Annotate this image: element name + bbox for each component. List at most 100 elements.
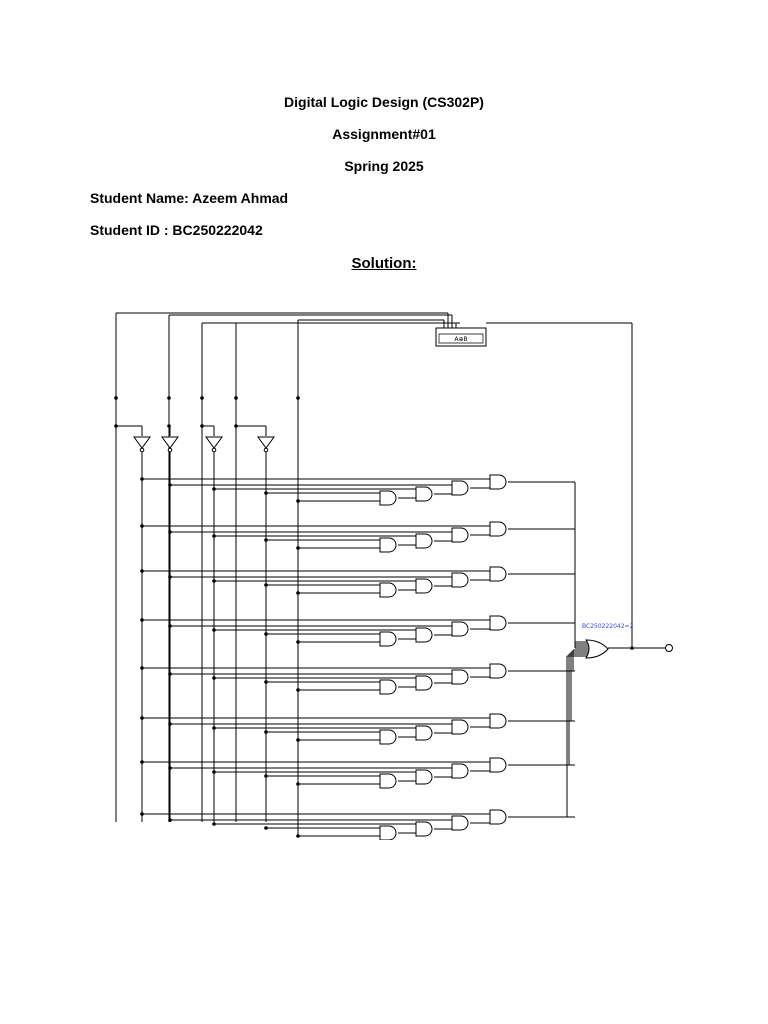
and-gate <box>490 522 506 536</box>
junction-dot <box>140 716 144 720</box>
junction-dot <box>140 477 144 481</box>
and-gate <box>490 810 506 824</box>
junction-dot <box>264 730 268 734</box>
and-gate <box>416 676 432 690</box>
junction-dot <box>296 640 300 644</box>
not-gate-bubble <box>139 447 145 453</box>
junction-dot <box>212 487 216 491</box>
assignment-number: Assignment#01 <box>332 126 436 142</box>
junction-dot <box>212 770 216 774</box>
course-title: Digital Logic Design (CS302P) <box>284 94 484 110</box>
display-label: A⊕B <box>454 336 467 343</box>
and-gate <box>380 730 396 744</box>
and-gate <box>416 726 432 740</box>
junction-dot <box>234 424 238 428</box>
junction-dot <box>114 396 118 400</box>
and-gate <box>380 632 396 646</box>
junction-dot <box>168 575 172 579</box>
junction-dot <box>140 524 144 528</box>
logic-circuit-diagram: A⊕B BC250222042=2 <box>114 300 673 840</box>
and-gate <box>490 616 506 630</box>
junction-dot <box>140 760 144 764</box>
and-gate <box>416 822 432 836</box>
semester: Spring 2025 <box>344 158 424 174</box>
junction-dot <box>264 632 268 636</box>
not-gate <box>206 437 222 448</box>
not-gate-bubble <box>167 447 173 453</box>
not-gate-bubble <box>211 447 217 453</box>
and-gate <box>380 826 396 840</box>
junction-dot <box>212 579 216 583</box>
and-gate <box>380 491 396 505</box>
output-label: BC250222042=2 <box>582 623 634 630</box>
junction-dot <box>167 396 171 400</box>
junction-dot <box>168 483 172 487</box>
and-gate <box>416 628 432 642</box>
not-gate-bubble <box>263 447 269 453</box>
and-gate <box>452 720 468 734</box>
junction-dot <box>168 722 172 726</box>
not-gate <box>134 437 150 448</box>
and-gate <box>452 528 468 542</box>
junction-dot <box>296 834 300 838</box>
junction-dot <box>264 826 268 830</box>
not-gate <box>258 437 274 448</box>
junction-dot <box>630 646 634 650</box>
and-gate <box>380 774 396 788</box>
junction-dot <box>264 583 268 587</box>
junction-dot <box>264 538 268 542</box>
junction-dot <box>296 396 300 400</box>
junction-dot <box>296 499 300 503</box>
and-gate <box>380 538 396 552</box>
junction-dot <box>168 818 172 822</box>
junction-dot <box>296 738 300 742</box>
and-gate <box>452 573 468 587</box>
and-gate <box>416 534 432 548</box>
display-component: A⊕B <box>436 328 486 346</box>
junction-dot <box>168 530 172 534</box>
junction-dot <box>296 688 300 692</box>
junction-dot <box>140 569 144 573</box>
junction-dot <box>200 424 204 428</box>
and-gate <box>452 622 468 636</box>
junction-dot <box>212 676 216 680</box>
and-gate <box>490 664 506 678</box>
junction-dot <box>212 534 216 538</box>
junction-dot <box>212 628 216 632</box>
and-gate <box>452 481 468 495</box>
output-terminal <box>665 644 673 652</box>
junction-dot <box>264 680 268 684</box>
and-gate <box>416 770 432 784</box>
and-gate <box>452 670 468 684</box>
and-gate <box>490 567 506 581</box>
and-gate <box>452 764 468 778</box>
junction-dot <box>212 726 216 730</box>
and-gate <box>490 714 506 728</box>
or-gate <box>586 640 608 658</box>
junction-dot <box>264 774 268 778</box>
junction-dot <box>264 491 268 495</box>
and-gate <box>380 583 396 597</box>
and-gate <box>416 579 432 593</box>
junction-dot <box>168 766 172 770</box>
junction-dot <box>296 591 300 595</box>
junction-dot <box>296 546 300 550</box>
junction-dot <box>168 624 172 628</box>
not-gate <box>162 437 178 448</box>
student-name: Student Name: Azeem Ahmad <box>90 190 289 206</box>
and-gate <box>380 680 396 694</box>
and-gate <box>452 816 468 830</box>
junction-dot <box>234 396 238 400</box>
junction-dot <box>140 618 144 622</box>
junction-dot <box>114 424 118 428</box>
and-gate <box>490 758 506 772</box>
and-gate <box>416 487 432 501</box>
junction-dot <box>140 812 144 816</box>
student-id: Student ID : BC250222042 <box>90 222 263 238</box>
junction-dot <box>167 424 171 428</box>
junction-dot <box>212 822 216 826</box>
junction-dot <box>168 672 172 676</box>
junction-dot <box>140 666 144 670</box>
junction-dot <box>296 782 300 786</box>
junction-dot <box>200 396 204 400</box>
